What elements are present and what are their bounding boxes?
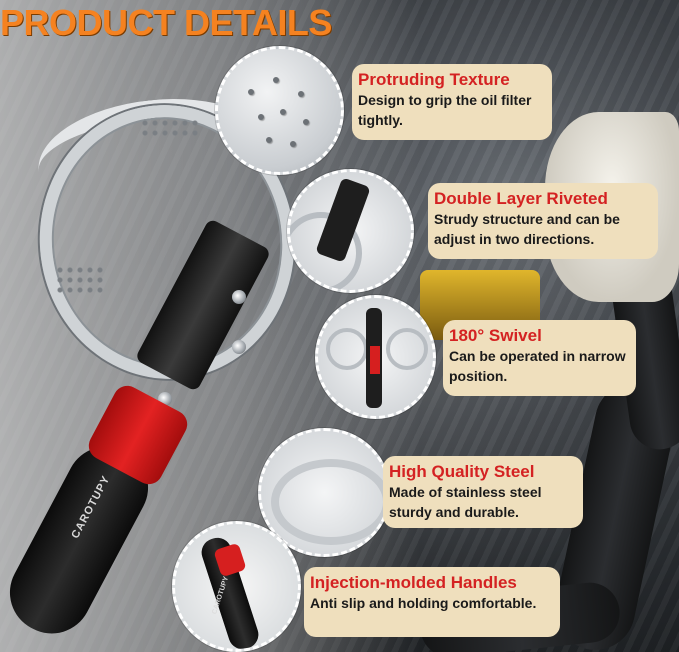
feature-heading: 180° Swivel (449, 326, 542, 345)
stud (280, 109, 286, 115)
feature-callout-steel: High Quality Steel Made of stainless ste… (383, 456, 583, 528)
feature-heading: Injection-molded Handles (310, 573, 517, 592)
detail-circle-texture (215, 46, 344, 175)
band-wing (386, 328, 428, 370)
detail-circle-handle: CAROTUPY (172, 521, 301, 652)
stud (266, 137, 272, 143)
stud (303, 119, 309, 125)
band-ring (290, 212, 362, 290)
rivet (232, 340, 246, 354)
feature-callout-swivel: 180° Swivel Can be operated in narrow po… (443, 320, 636, 396)
stud (248, 89, 254, 95)
page-title: PRODUCT DETAILS (0, 2, 332, 43)
rivet (232, 290, 246, 304)
stud (258, 114, 264, 120)
detail-circle-swivel (315, 295, 436, 419)
detail-circle-riveted (287, 169, 414, 293)
feature-callout-riveted: Double Layer Riveted Strudy structure an… (428, 183, 658, 259)
grip-studs (55, 265, 105, 295)
stud (290, 141, 296, 147)
grip-studs (140, 118, 200, 138)
feature-text: Strudy structure and can be adjust in tw… (434, 211, 620, 247)
steel-band (271, 459, 388, 545)
feature-callout-handles: Injection-molded Handles Anti slip and h… (304, 567, 560, 637)
feature-text: Anti slip and holding comfortable. (310, 595, 537, 611)
handle-grip (370, 346, 380, 374)
feature-text: Design to grip the oil filter tightly. (358, 92, 532, 128)
feature-heading: High Quality Steel (389, 462, 535, 481)
feature-heading: Double Layer Riveted (434, 189, 608, 208)
feature-heading: Protruding Texture (358, 70, 510, 89)
stud (298, 91, 304, 97)
band-wing (326, 328, 368, 370)
feature-callout-texture: Protruding Texture Design to grip the oi… (352, 64, 552, 140)
feature-text: Made of stainless steel sturdy and durab… (389, 484, 542, 520)
stud (273, 77, 279, 83)
feature-text: Can be operated in narrow position. (449, 348, 626, 384)
